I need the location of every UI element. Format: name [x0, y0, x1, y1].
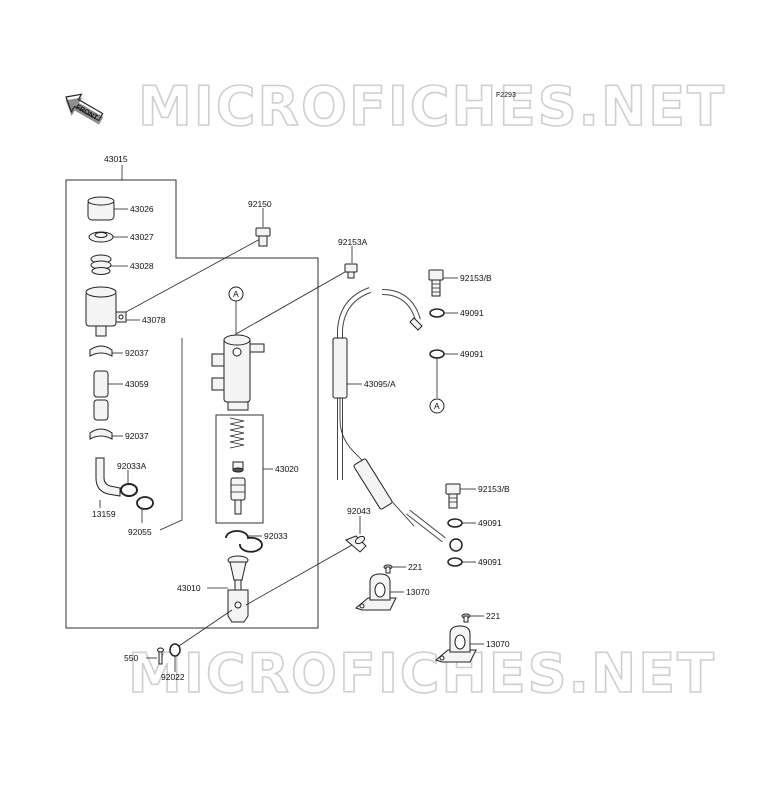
reservoir-cap-43026: [87, 196, 115, 221]
label-49091-b: 49091: [460, 349, 484, 359]
svg-text:A: A: [233, 289, 239, 299]
bolt-92150: [255, 227, 271, 247]
o-ring-92055: [136, 496, 154, 510]
label-92033A: 92033A: [117, 461, 147, 471]
label-92033: 92033: [264, 531, 288, 541]
label-13070-b: 13070: [486, 639, 510, 649]
clamp-92037-lower: [89, 428, 113, 440]
label-92037-upper: 92037: [125, 348, 149, 358]
watermark-bottom: MICROFICHES.NET: [128, 642, 716, 705]
label-92153B-lower: 92153/B: [478, 484, 510, 494]
circlip-92033A: [120, 483, 138, 497]
diaphragm-43028: [90, 254, 112, 275]
label-221-b: 221: [486, 611, 500, 621]
label-49091-c: 49091: [478, 518, 502, 528]
banjo-bolt-92153B-lower: [445, 483, 461, 509]
bolt-92153A: [344, 263, 358, 279]
hose-43059: [93, 370, 109, 421]
screw-221-a: [383, 564, 393, 574]
label-43010: 43010: [177, 583, 201, 593]
washer-49091-b: [429, 349, 445, 359]
screw-221-b: [461, 613, 471, 623]
callout-A-lower: A: [429, 358, 445, 414]
leader-92150-to-tank: [125, 237, 263, 313]
label-221-a: 221: [408, 562, 422, 572]
label-550: 550: [124, 653, 138, 663]
label-13070-a: 13070: [406, 587, 430, 597]
label-92153B-upper: 92153/B: [460, 273, 492, 283]
washer-49091-d: [447, 557, 463, 567]
label-92153A: 92153A: [338, 237, 368, 247]
banjo-bolt-92153B-upper: [428, 269, 444, 297]
circlip-92033: [225, 530, 263, 553]
label-49091-d: 49091: [478, 557, 502, 567]
leader-92022-to-rod: [175, 609, 233, 649]
leader-92153A-to-cylinder: [235, 267, 353, 335]
frame-bracket-left: [159, 338, 183, 531]
assembly-frame-43015: [65, 179, 319, 629]
hose-guide-13070-a: [354, 573, 397, 611]
label-43059: 43059: [125, 379, 149, 389]
diaphragm-plate-43027: [88, 231, 114, 243]
label-43026: 43026: [130, 204, 154, 214]
clamp-92037-upper: [89, 345, 113, 357]
label-43020: 43020: [275, 464, 299, 474]
elbow-fitting-13159: [95, 457, 121, 497]
svg-text:A: A: [434, 401, 440, 411]
hose-guide-13070-b: [434, 625, 477, 663]
label-43078: 43078: [142, 315, 166, 325]
label-43028: 43028: [130, 261, 154, 271]
brake-hose-43095A: [332, 287, 463, 552]
washer-49091-a: [429, 308, 445, 318]
front-arrow-icon: [65, 93, 104, 125]
cotter-pin-550: [157, 647, 164, 665]
pin-92043: [345, 535, 367, 553]
callout-A-upper: A: [228, 286, 244, 336]
master-cylinder-body: [211, 334, 265, 411]
push-rod-43010: [227, 555, 249, 623]
label-92043: 92043: [347, 506, 371, 516]
label-43027: 43027: [130, 232, 154, 242]
label-92022: 92022: [161, 672, 185, 682]
label-92037-lower: 92037: [125, 431, 149, 441]
label-43015: 43015: [104, 154, 128, 164]
washer-92022: [169, 643, 181, 657]
reservoir-tank-43078: [85, 286, 127, 337]
label-13159: 13159: [92, 509, 116, 519]
diagram-code: F2293: [496, 92, 516, 99]
label-49091-a: 49091: [460, 308, 484, 318]
piston-kit-43020: [229, 417, 246, 515]
leader-92043-to-rod: [245, 544, 353, 606]
washer-49091-c: [447, 518, 463, 528]
watermark-top: MICROFICHES.NET: [138, 75, 726, 138]
label-92055: 92055: [128, 527, 152, 537]
label-43095A: 43095/A: [364, 379, 396, 389]
label-92150: 92150: [248, 199, 272, 209]
